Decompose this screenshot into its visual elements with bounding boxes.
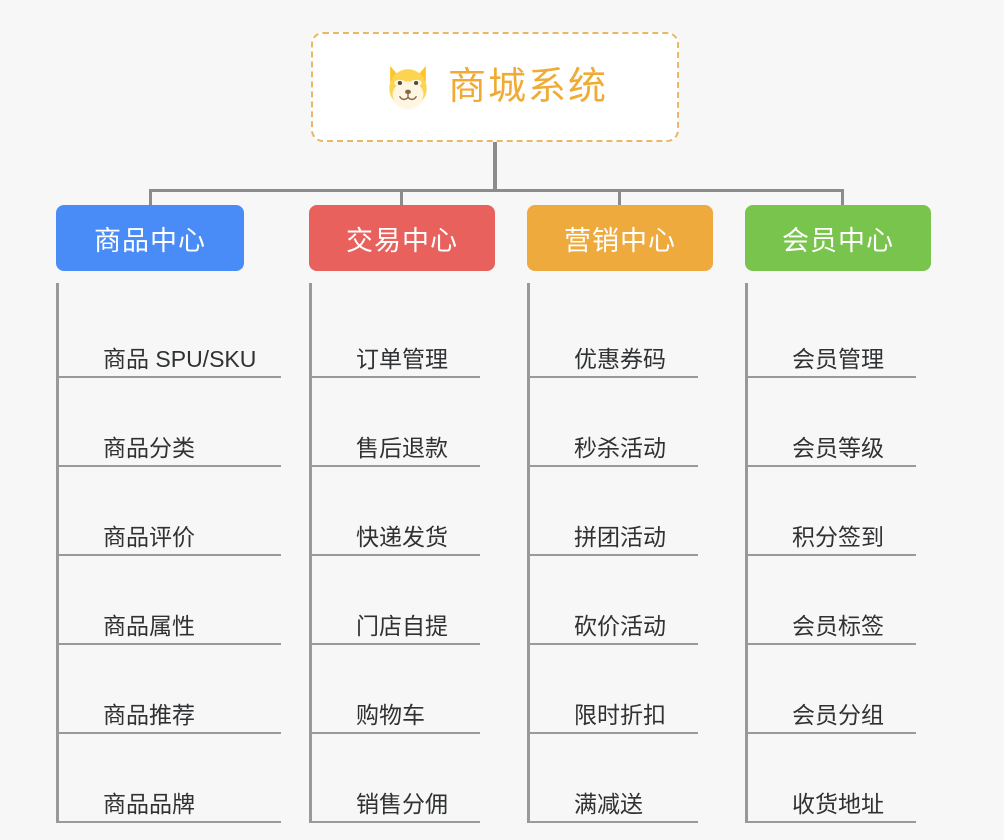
leaf-label: 限时折扣: [574, 701, 666, 728]
leaf-label: 优惠券码: [574, 345, 666, 372]
leaf-label: 秒杀活动: [574, 434, 666, 461]
leaf-label: 商品属性: [103, 612, 195, 639]
leaf-item[interactable]: 拼团活动: [530, 467, 698, 556]
leaf-item[interactable]: 商品推荐: [59, 645, 281, 734]
leaf-label: 满减送: [574, 790, 643, 817]
leaf-label: 购物车: [356, 701, 425, 728]
leaf-label: 快递发货: [356, 523, 448, 550]
leaf-item[interactable]: 快递发货: [312, 467, 480, 556]
leaf-item[interactable]: 销售分佣: [312, 734, 480, 823]
leaf-label: 商品推荐: [103, 701, 195, 728]
leaf-label: 积分签到: [792, 523, 884, 550]
root-node[interactable]: 商城系统: [311, 32, 679, 142]
leaf-label: 商品评价: [103, 523, 195, 550]
leaf-item[interactable]: 秒杀活动: [530, 378, 698, 467]
leaf-list-member-center: 会员管理 会员等级 积分签到 会员标签 会员分组 收货地址: [745, 283, 916, 823]
leaf-list-product-center: 商品 SPU/SKU 商品分类 商品评价 商品属性 商品推荐 商品品牌: [56, 283, 281, 823]
leaf-item[interactable]: 会员分组: [748, 645, 916, 734]
connector-drop-1: [149, 189, 152, 211]
connector-drop-2: [400, 189, 403, 211]
leaf-item[interactable]: 会员管理: [748, 289, 916, 378]
branch-column-product-center: 商品中心 商品 SPU/SKU 商品分类 商品评价 商品属性 商品推荐 商品品牌: [56, 205, 281, 823]
branch-header-label: 商品中心: [94, 225, 206, 256]
leaf-item[interactable]: 优惠券码: [530, 289, 698, 378]
connector-drop-4: [841, 189, 844, 211]
leaf-item[interactable]: 限时折扣: [530, 645, 698, 734]
root-title: 商城系统: [447, 66, 608, 108]
leaf-item[interactable]: 积分签到: [748, 467, 916, 556]
leaf-item[interactable]: 砍价活动: [530, 556, 698, 645]
leaf-label: 门店自提: [356, 612, 448, 639]
branch-column-marketing-center: 营销中心 优惠券码 秒杀活动 拼团活动 砍价活动 限时折扣 满减送: [527, 205, 747, 823]
leaf-label: 订单管理: [356, 345, 448, 372]
leaf-list-trade-center: 订单管理 售后退款 快递发货 门店自提 购物车 销售分佣: [309, 283, 480, 823]
leaf-label: 收货地址: [792, 790, 884, 817]
leaf-label: 销售分佣: [356, 790, 448, 817]
leaf-item[interactable]: 会员等级: [748, 378, 916, 467]
leaf-label: 商品品牌: [103, 790, 195, 817]
branch-header-trade-center[interactable]: 交易中心: [309, 205, 495, 271]
branch-header-member-center[interactable]: 会员中心: [745, 205, 931, 271]
leaf-item[interactable]: 商品品牌: [59, 734, 281, 823]
leaf-item[interactable]: 商品分类: [59, 378, 281, 467]
branch-column-member-center: 会员中心 会员管理 会员等级 积分签到 会员标签 会员分组 收货地址: [745, 205, 965, 823]
dog-face-icon: [389, 65, 427, 110]
leaf-item[interactable]: 售后退款: [312, 378, 480, 467]
leaf-item[interactable]: 会员标签: [748, 556, 916, 645]
branch-header-label: 营销中心: [564, 225, 676, 256]
leaf-label: 会员标签: [792, 612, 884, 639]
leaf-label: 砍价活动: [574, 612, 666, 639]
branch-header-label: 交易中心: [346, 225, 458, 256]
leaf-label: 会员管理: [792, 345, 884, 372]
leaf-label: 会员分组: [792, 701, 884, 728]
leaf-label: 商品 SPU/SKU: [103, 345, 257, 372]
leaf-item[interactable]: 购物车: [312, 645, 480, 734]
connector-bus: [149, 189, 844, 192]
leaf-item[interactable]: 商品属性: [59, 556, 281, 645]
leaf-item[interactable]: 商品 SPU/SKU: [59, 289, 281, 378]
connector-drop-3: [618, 189, 621, 211]
branch-column-trade-center: 交易中心 订单管理 售后退款 快递发货 门店自提 购物车 销售分佣: [309, 205, 529, 823]
branch-header-marketing-center[interactable]: 营销中心: [527, 205, 713, 271]
leaf-label: 拼团活动: [574, 523, 666, 550]
connector-stem: [493, 142, 497, 192]
leaf-label: 商品分类: [103, 434, 195, 461]
leaf-item[interactable]: 门店自提: [312, 556, 480, 645]
leaf-label: 售后退款: [356, 434, 448, 461]
leaf-item[interactable]: 订单管理: [312, 289, 480, 378]
branch-header-product-center[interactable]: 商品中心: [56, 205, 244, 271]
leaf-label: 会员等级: [792, 434, 884, 461]
leaf-item[interactable]: 商品评价: [59, 467, 281, 556]
branch-header-label: 会员中心: [782, 225, 894, 256]
leaf-item[interactable]: 收货地址: [748, 734, 916, 823]
leaf-item[interactable]: 满减送: [530, 734, 698, 823]
leaf-list-marketing-center: 优惠券码 秒杀活动 拼团活动 砍价活动 限时折扣 满减送: [527, 283, 698, 823]
